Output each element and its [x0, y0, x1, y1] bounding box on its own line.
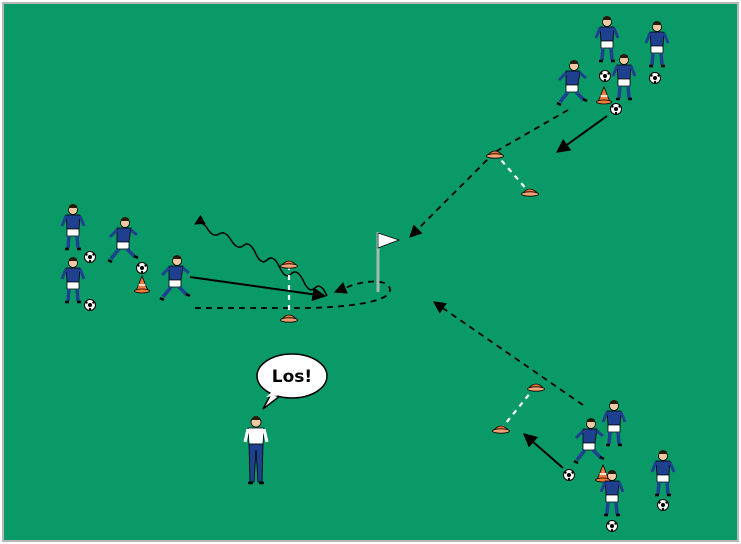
gate-line-top [494, 152, 529, 192]
soccer-ball-icon [136, 262, 148, 274]
coach-call-text: Los! [272, 367, 312, 387]
dashed-run-top [494, 109, 569, 153]
soccer-ball-icon [610, 103, 622, 115]
soccer-ball-icon [649, 72, 661, 84]
wavy-dribble-arrow [194, 214, 328, 297]
soccer-ball-icon [84, 251, 96, 263]
soccer-ball-icon [599, 70, 611, 82]
pass-arrow-bottom [522, 433, 564, 469]
coach-figure [243, 416, 269, 485]
dashed-run-bottom [432, 301, 584, 406]
dashed-run-top-2 [409, 151, 496, 238]
corner-flag-icon [376, 232, 401, 292]
speech-bubble: Los! [256, 353, 328, 410]
pass-arrow-left [189, 276, 327, 302]
dashed-run-left [195, 280, 391, 309]
soccer-ball-icon [84, 299, 96, 311]
soccer-ball-icon [606, 520, 618, 532]
gate-line-bottom [501, 386, 536, 429]
soccer-ball-icon [657, 499, 669, 511]
pass-arrow-top [555, 115, 608, 153]
soccer-ball-icon [563, 469, 575, 481]
